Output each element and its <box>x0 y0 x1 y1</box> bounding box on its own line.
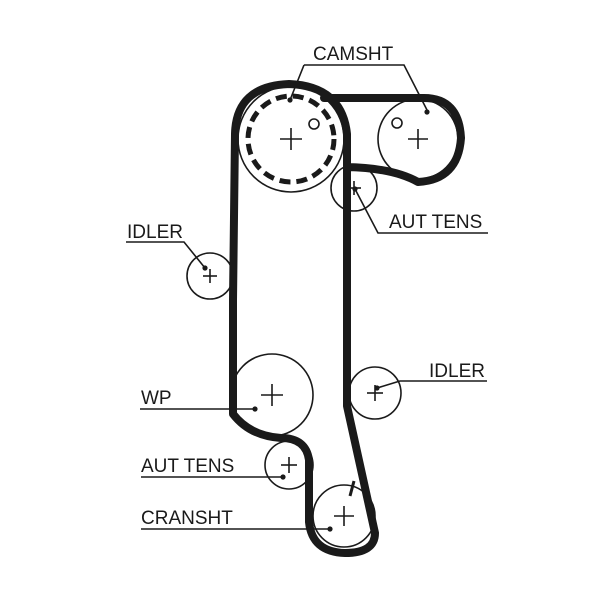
leader-crankshaft <box>141 526 333 532</box>
timing-mark-icon <box>308 118 320 130</box>
label-idler-left: IDLER <box>127 222 183 243</box>
idler-right-pulley <box>348 366 402 420</box>
label-idler-right: IDLER <box>429 361 485 382</box>
leader-idler-left <box>126 241 208 271</box>
leader-aut-tens-upper <box>352 186 488 234</box>
label-crankshaft: CRANSHT <box>141 508 233 529</box>
leader-camshaft <box>287 64 430 115</box>
camshaft-pulley-right <box>377 98 459 180</box>
idler-left-pulley <box>186 252 234 300</box>
label-camshaft: CAMSHT <box>313 44 394 65</box>
timing-belt <box>229 80 465 557</box>
label-aut-tens-upper: AUT TENS <box>389 212 482 233</box>
label-aut-tens-lower: AUT TENS <box>141 456 234 477</box>
crank-timing-mark-icon <box>348 480 356 497</box>
timing-mark-icon <box>391 117 403 129</box>
label-water-pump: WP <box>141 388 172 409</box>
leader-water-pump <box>140 406 258 412</box>
leader-idler-right <box>374 380 487 391</box>
leader-aut-tens-lower <box>141 474 286 480</box>
